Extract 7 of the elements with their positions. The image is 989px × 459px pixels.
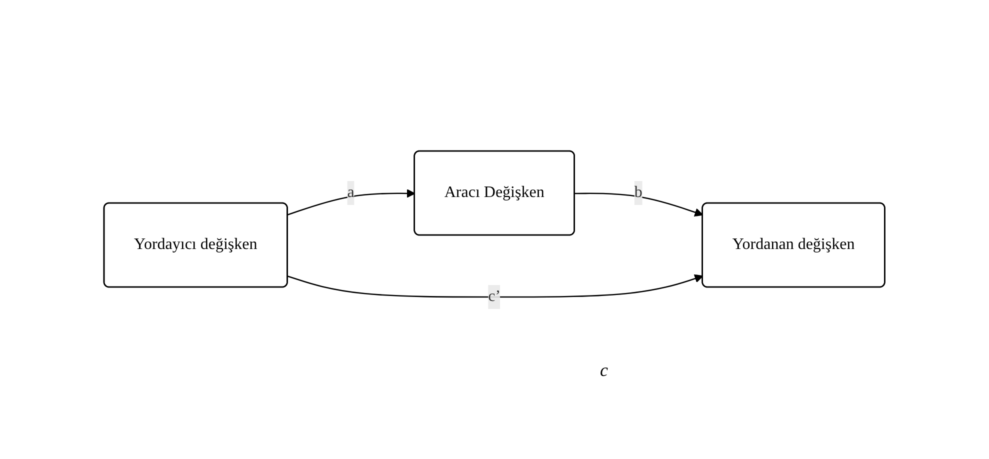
arrow (288, 274, 704, 298)
edge-label: a (347, 184, 355, 200)
arrow (574, 192, 704, 216)
edge-label: b (634, 184, 642, 200)
edge-label: c’ (488, 288, 501, 304)
arrow (288, 188, 416, 215)
path-label: c (600, 360, 608, 380)
